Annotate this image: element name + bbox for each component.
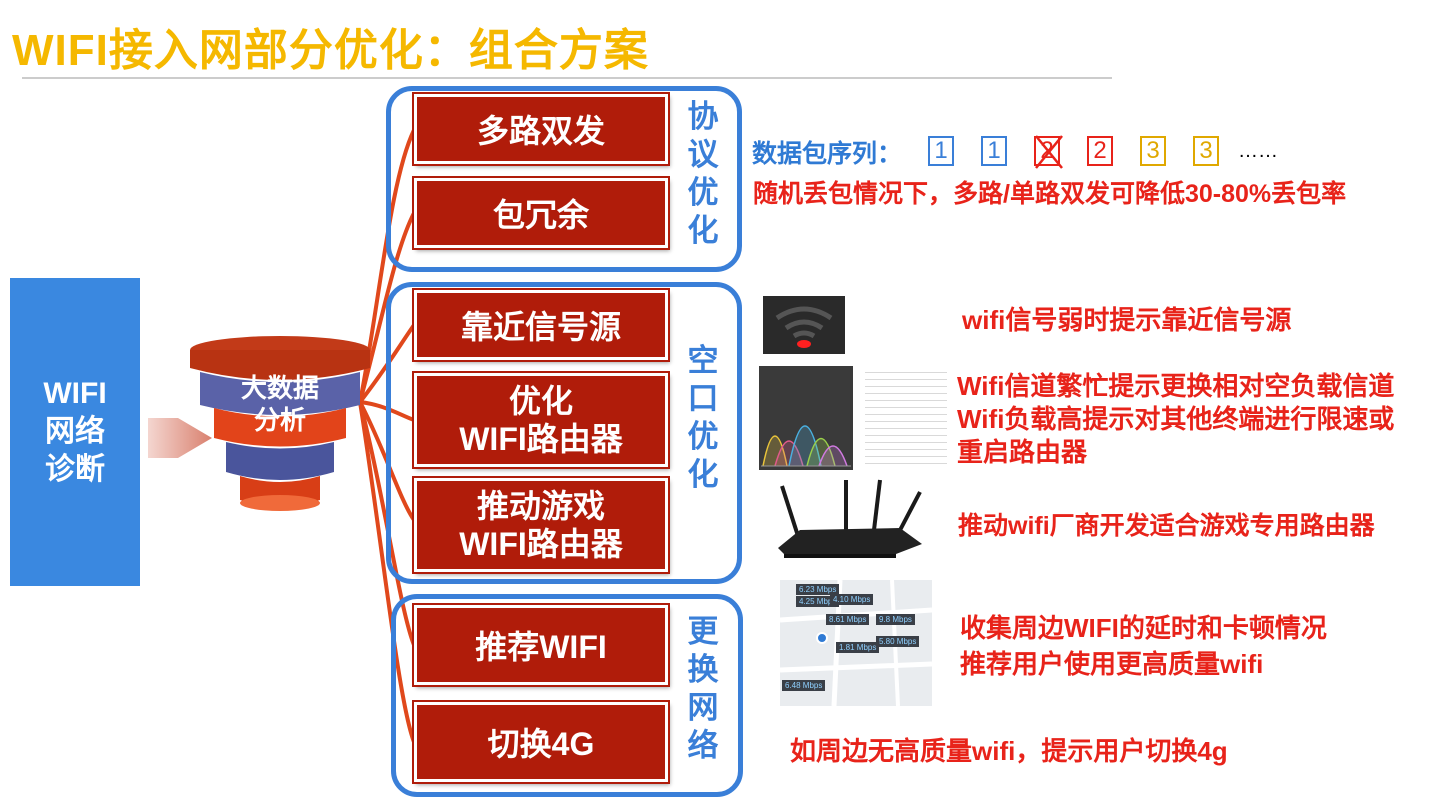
group-label-char: 优: [687, 419, 719, 454]
flow-arrow: [148, 418, 212, 458]
wifi-weak-icon: [775, 306, 833, 348]
wifi-channel-analyzer-image: [759, 366, 853, 470]
note-switch-4g: 如周边无高质量wifi，提示用户切换4g: [790, 736, 1228, 766]
group-change-network: [391, 594, 743, 797]
wifi-diagnosis-block: WIFI 网络 诊断: [10, 278, 140, 586]
map-speed-label: 4.10 Mbps: [830, 594, 874, 605]
packet-box: 3: [1140, 136, 1166, 166]
group-label-char: 化: [687, 213, 719, 248]
funnel-label: 大数据 分析: [228, 372, 332, 436]
group-label-char: 更: [687, 614, 719, 649]
option-multipath-dual-send: 多路双发: [414, 94, 668, 164]
diagnosis-line: WIFI: [43, 377, 107, 410]
packet-box: 1: [981, 136, 1007, 166]
weak-wifi-image: [763, 296, 845, 354]
map-speed-label: 1.81 Mbps: [836, 642, 880, 653]
map-speed-label: 8.61 Mbps: [826, 614, 870, 625]
group-label-char: 网: [687, 690, 719, 725]
option-recommend-wifi: 推荐WIFI: [414, 605, 668, 685]
note-channel-busy: Wifi信道繁忙提示更换相对空负载信道: [957, 371, 1395, 401]
group-label-change-network: 更 换 网 络: [683, 613, 723, 765]
option-label: WIFI路由器: [459, 526, 623, 562]
diagnosis-line: 诊断: [45, 453, 105, 486]
option-label: WIFI路由器: [459, 421, 623, 457]
packet-sequence-label: 数据包序列：: [752, 140, 903, 168]
group-label-char: 空: [687, 343, 719, 378]
packet-box: 2: [1087, 136, 1113, 166]
option-label: 包冗余: [492, 197, 589, 233]
group-label-char: 换: [687, 652, 719, 687]
map-speed-label: 5.80 Mbps: [876, 636, 920, 647]
group-air-interface-optimization: [386, 282, 742, 584]
group-label-char: 议: [687, 137, 719, 172]
group-label-char: 协: [687, 99, 719, 134]
big-data-funnel: [190, 336, 370, 511]
option-label: 推动游戏: [476, 488, 605, 524]
note-collect: 收集周边WIFI的延时和卡顿情况: [960, 613, 1327, 643]
group-label-char: 优: [687, 175, 719, 210]
option-label: 靠近信号源: [460, 309, 621, 345]
group-protocol-optimization: [386, 86, 742, 272]
note-load-high: Wifi负载高提示对其他终端进行限速或: [957, 404, 1395, 434]
packet-box: 3: [1193, 136, 1219, 166]
map-speed-label: 6.23 Mbps: [796, 584, 840, 595]
funnel-label-line: 分析: [253, 405, 306, 435]
group-label-air-interface-optimization: 空 口 优 化: [683, 342, 723, 494]
packet-sequence: 1 1 2 2 3 3 ……: [928, 135, 1278, 169]
option-switch-4g: 切换4G: [414, 702, 668, 782]
option-game-router: 推动游戏 WIFI路由器: [414, 478, 668, 572]
packet-box: 1: [928, 136, 954, 166]
map-speed-label: 4.25 Mbps: [796, 596, 840, 607]
map-speed-label: 9.8 Mbps: [876, 614, 915, 625]
page-title: WIFI接入网部分优化：组合方案: [12, 26, 649, 75]
note-load-high-cont: 重启路由器: [957, 437, 1088, 467]
option-optimize-router: 优化 WIFI路由器: [414, 373, 668, 467]
option-near-signal-source: 靠近信号源: [414, 290, 668, 360]
packet-box-lost: 2: [1034, 135, 1063, 169]
option-label: 切换4G: [487, 726, 595, 762]
note-recommend: 推荐用户使用更高质量wifi: [960, 649, 1264, 679]
group-label-char: 化: [687, 457, 719, 492]
map-speed-label: 6.48 Mbps: [782, 680, 826, 691]
group-label-char: 口: [687, 381, 719, 416]
packet-ellipsis: ……: [1238, 139, 1278, 162]
option-label: 优化: [508, 383, 573, 419]
option-packet-redundancy: 包冗余: [414, 178, 668, 248]
wifi-list-image: [865, 366, 947, 470]
wifi-map-image: 6.23 Mbps 4.25 Mbps 4.10 Mbps 8.61 Mbps …: [780, 580, 932, 706]
group-label-protocol-optimization: 协 议 优 化: [683, 98, 723, 250]
lost-packet-cross-icon: [1035, 135, 1063, 169]
note-weak-signal: wifi信号弱时提示靠近信号源: [962, 305, 1292, 335]
note-dual-send: 随机丢包情况下，多路/单路双发可降低30-80%丢包率: [753, 180, 1347, 208]
option-label: 推荐WIFI: [475, 629, 607, 665]
diagnosis-line: 网络: [45, 415, 105, 448]
group-label-char: 络: [687, 728, 719, 763]
funnel-label-line: 大数据: [240, 373, 319, 403]
note-game-router: 推动wifi厂商开发适合游戏专用路由器: [958, 512, 1375, 540]
channel-curves-graphic: [761, 425, 851, 467]
router-image: [778, 479, 922, 558]
option-label: 多路双发: [476, 113, 605, 149]
title-divider: [22, 77, 1112, 79]
